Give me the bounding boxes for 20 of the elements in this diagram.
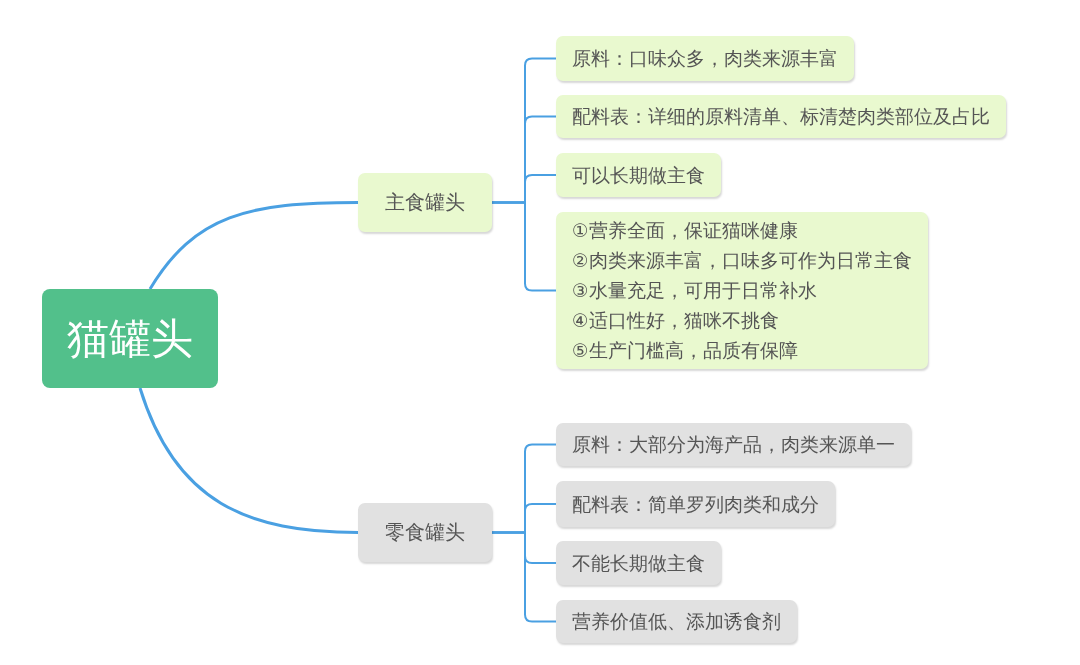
list-item-text: ④适口性好，猫咪不挑食 (572, 308, 780, 333)
list-item-text: ②肉类来源丰富，口味多可作为日常主食 (572, 248, 912, 273)
note-box: 可以长期做主食 (556, 153, 721, 197)
list-item-text: ⑤生产门槛高，品质有保障 (572, 338, 799, 363)
curved-connector (148, 201, 358, 290)
note-box: 配料表：详细的原料清单、标清楚肉类部位及占比 (556, 95, 1006, 138)
note-box: 原料：大部分为海产品，肉类来源单一 (556, 423, 911, 466)
note-box: 配料表：简单罗列肉类和成分 (556, 481, 835, 527)
list-item-text: ③水量充足，可用于日常补水 (572, 278, 818, 303)
central-topic-box: 猫罐头 (42, 289, 218, 388)
note-box (556, 212, 928, 369)
list-item-text: ①营养全面，保证猫咪健康 (572, 218, 799, 243)
bracket-connector (491, 201, 557, 292)
note-box: 原料：口味众多，肉类来源丰富 (556, 36, 854, 81)
branch-topic-box: 主食罐头 (358, 173, 492, 232)
note-box: 不能长期做主食 (556, 541, 721, 585)
note-box: 营养价值低、添加诱食剂 (556, 600, 797, 643)
bracket-connector (491, 531, 557, 623)
branch-topic-box: 零食罐头 (358, 503, 492, 562)
curved-connector (138, 387, 359, 534)
